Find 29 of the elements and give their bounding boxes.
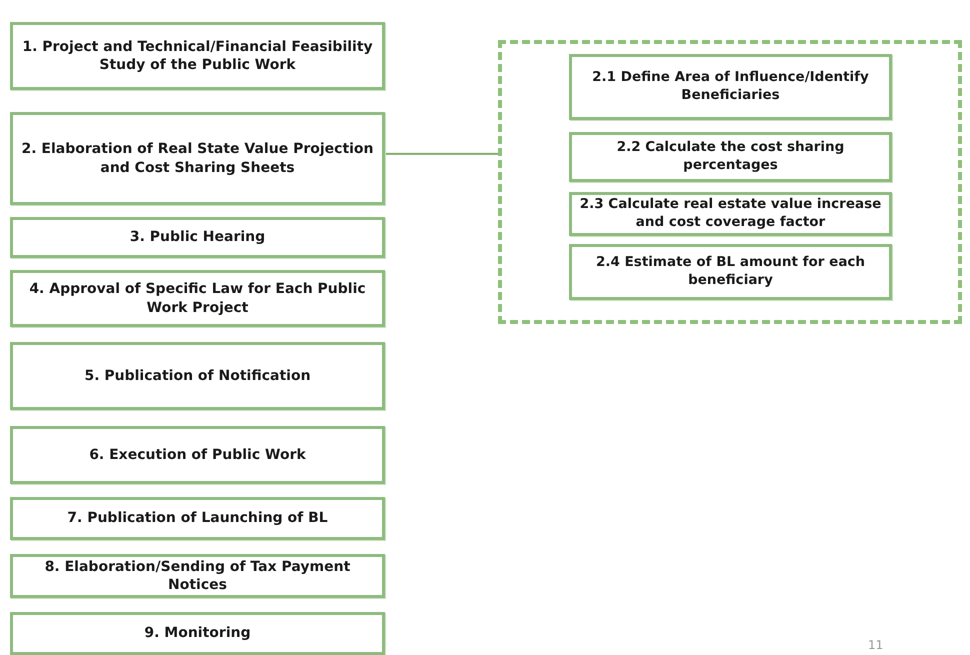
connector-line — [385, 152, 498, 155]
process-box — [10, 22, 385, 90]
step-text: 3. Public Hearing — [128, 228, 266, 247]
process-box — [10, 342, 385, 410]
step-text: 6. Execution of Public Work — [88, 446, 307, 464]
process-box — [569, 192, 892, 236]
step-text: 1. Project and Technical/Financial Feasibility Study of the Public Work — [21, 38, 374, 74]
process-box — [10, 217, 385, 258]
page-number: 11 — [868, 638, 884, 652]
process-box — [569, 244, 892, 300]
step-text: 9. Monitoring — [143, 624, 252, 643]
step-text: 2.2 Calculate the cost sharing percentages — [616, 139, 846, 175]
process-box — [569, 132, 892, 182]
step-text: 5. Publication of Notification — [83, 366, 312, 386]
step-text: 2.4 Estimate of BL amount for each beneficiary — [594, 254, 866, 290]
step-text: 2.1 Define Area of Influence/Identify Beneficiaries — [591, 69, 870, 105]
step-text: 7. Publication of Launching of BL — [66, 509, 329, 528]
process-box — [10, 612, 385, 655]
step-text: 4. Approval of Specific Law for Each Public Work Project — [28, 280, 367, 317]
process-box — [569, 54, 892, 120]
process-box — [10, 426, 385, 484]
step-text: 2. Elaboration of Real State Value Projection and Cost Sharing Sheets — [20, 140, 375, 177]
process-box — [10, 270, 385, 327]
step-text: 2.3 Calculate real estate value increase and cost coverage factor — [578, 196, 882, 232]
process-box — [10, 112, 385, 205]
process-box — [10, 554, 385, 598]
process-box — [10, 497, 385, 540]
step-text: 8. Elaboration/Sending of Tax Payment Notices — [44, 558, 352, 594]
dashed-group-frame — [498, 40, 962, 324]
